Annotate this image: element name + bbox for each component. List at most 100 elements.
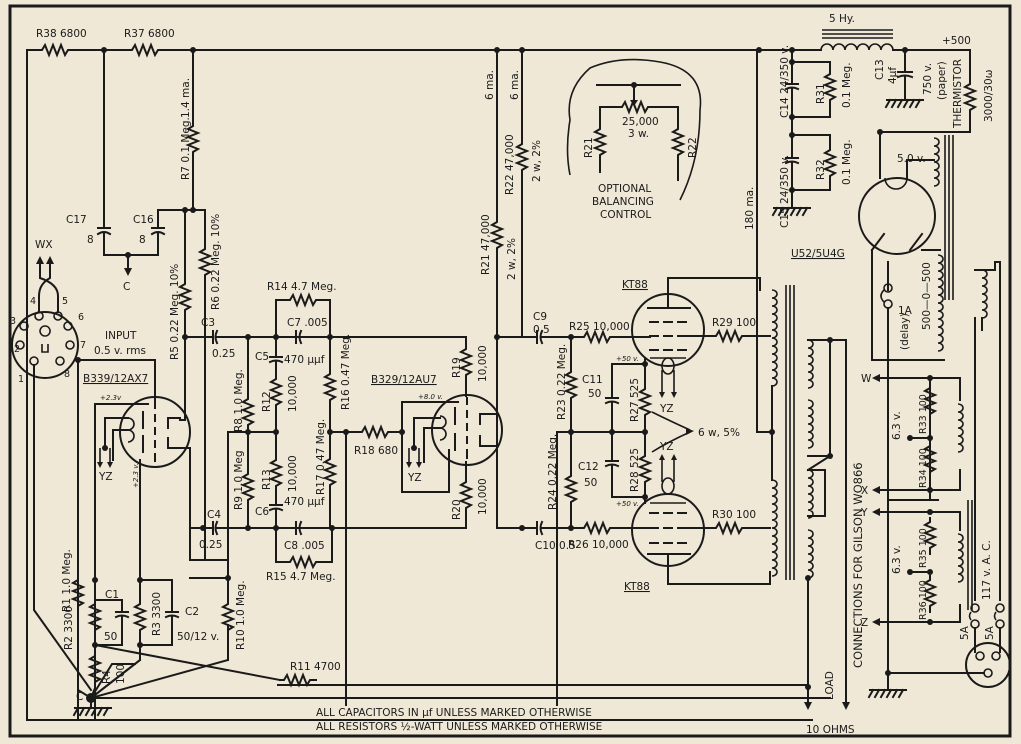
label-r19: R19 — [451, 357, 463, 378]
pin-2: 2 — [14, 344, 20, 355]
label-c13-rating: 750 v. — [922, 63, 934, 95]
label-c9-value: 0.5 — [533, 324, 550, 336]
label-r24: R24 0.22 Meg. — [547, 434, 559, 510]
pin-5: 5 — [62, 296, 68, 307]
label-r36: R36 100 — [918, 580, 929, 620]
label-c7: C7 .005 — [287, 317, 328, 329]
label-c12-value: 50 — [584, 477, 597, 489]
label-ac-input: 117 v. A. C. — [981, 540, 993, 600]
label-v1: B339/12AX7 — [83, 373, 148, 385]
label-ground-c: C — [76, 691, 83, 703]
label-balancing-line1: OPTIONAL — [598, 183, 651, 195]
pin-7: 7 — [80, 340, 86, 351]
label-balance-r22: R22 — [687, 137, 699, 158]
label-choke: 5 Hy. — [829, 13, 855, 25]
resistor-r16 — [324, 369, 336, 407]
label-load: LOAD — [824, 671, 836, 700]
label-pot-value: 25,000 — [622, 116, 659, 128]
label-c1: C1 — [105, 589, 119, 601]
label-r20-value: 10,000 — [477, 478, 489, 515]
label-r8: R8 1.0 Meg. — [233, 369, 245, 432]
resistor-r27 — [639, 384, 651, 422]
label-r22-current: 6 ma. — [509, 70, 521, 100]
label-r22: R22 47,000 — [504, 134, 516, 195]
label-c6: C6 — [255, 506, 269, 518]
label-connections-gilson: CONNECTIONS FOR GILSON WO866 — [851, 462, 865, 668]
label-c4: C4 — [207, 509, 221, 521]
label-c11: C11 — [582, 374, 603, 386]
label-total-current: 180 ma. — [744, 187, 756, 230]
label-r37: R37 6800 — [124, 28, 175, 40]
label-balancing-line2: BALANCING — [592, 196, 654, 208]
label-v1-heater-yz: YZ — [98, 471, 113, 483]
label-r13: R13 — [261, 469, 273, 490]
label-kt88-cathode-b: +50 v. — [616, 500, 639, 508]
label-c13-type: (paper) — [936, 61, 948, 100]
label-r27: R27 525 — [629, 378, 641, 422]
label-v1-cathode-voltage-b: +2.3 v. — [132, 463, 140, 488]
label-fuse-delay: 1A — [898, 305, 913, 317]
label-r26: R26 10,000 — [568, 539, 629, 551]
tube-v1-12ax7 — [77, 335, 206, 719]
resistor-r22-balance — [672, 124, 684, 162]
label-c5-value: 470 µµf — [284, 354, 325, 366]
resistor-r5 — [179, 279, 191, 317]
label-b-plus: +500 — [942, 35, 971, 47]
label-rectifier-heater: 5.0 v. — [897, 153, 926, 165]
output-stage — [536, 277, 771, 706]
label-rectifier: U52/5U4G — [791, 248, 845, 260]
ground-symbol-c13 — [885, 99, 924, 108]
label-pot-rating: 3 w. — [628, 128, 649, 140]
label-heater1: 6.3 v. — [891, 411, 903, 440]
resistor-r37 — [127, 44, 165, 56]
resistor-r21-balance — [594, 124, 606, 162]
label-r32-value: 0.1 Meg. — [841, 139, 853, 185]
label-kt88-heater-yz-a: YZ — [659, 403, 674, 415]
label-r20: R20 — [451, 499, 463, 520]
label-v2-cathode-voltage: +8.0 v. — [418, 393, 443, 401]
label-r17: R17 0.47 Meg. — [315, 419, 327, 495]
power-supply — [772, 29, 1011, 698]
ground-symbol-psu — [868, 689, 907, 698]
label-r16: R16 0.47 Meg. — [340, 334, 352, 410]
label-r10: R10 1.0 Meg. — [235, 580, 247, 650]
label-heater2: 6.3 v. — [891, 545, 903, 574]
label-r34: R34 100 — [918, 448, 929, 488]
label-balancing-line3: CONTROL — [600, 209, 651, 221]
label-r28: R28 525 — [629, 448, 641, 492]
label-r33: R33 100 — [918, 394, 929, 434]
label-r21: R21 47,000 — [480, 214, 492, 275]
label-r30: R30 100 — [712, 509, 756, 521]
label-c15: C15 24/350 v. — [779, 155, 791, 228]
label-fuse-delay-note: (delay) — [899, 313, 911, 350]
resistor-r25 — [579, 331, 617, 343]
label-c8: C8 .005 — [284, 540, 325, 552]
label-hv-winding: 500—0—500 — [921, 262, 933, 330]
resistor-r14 — [285, 294, 323, 306]
label-r25: R25 10,000 — [569, 321, 630, 333]
pin-4: 4 — [30, 296, 36, 307]
label-r23: R23 0.22 Meg. — [556, 344, 568, 420]
label-r6: R6 0.22 Meg. 10% — [210, 214, 222, 310]
label-z: Z — [861, 617, 868, 629]
label-r22-rating: 2 w, 2% — [531, 140, 543, 182]
label-v1-cathode-voltage: +2.3v — [100, 394, 122, 402]
output-transformer — [756, 49, 850, 710]
label-c17-value: 8 — [87, 234, 94, 246]
label-r13-value: 10,000 — [287, 455, 299, 492]
resistor-r26 — [579, 522, 617, 534]
pin-1: 1 — [18, 374, 24, 385]
label-c3-value: 0.25 — [212, 348, 235, 360]
label-r18: R18 680 — [354, 445, 398, 457]
resistor-r11 — [279, 674, 317, 686]
label-balance-r21: R21 — [583, 137, 595, 158]
label-v3: KT88 — [622, 279, 648, 291]
label-r4: R4 — [101, 670, 113, 684]
label-r29: R29 100 — [712, 317, 756, 329]
resistor-r3 — [134, 599, 146, 637]
label-c14: C14 24/350 v. — [779, 45, 791, 118]
label-r27-r28-rating: 6 w, 5% — [698, 427, 740, 439]
note-resistors: ALL RESISTORS ½-WATT UNLESS MARKED OTHER… — [316, 721, 602, 733]
ground-symbol-input — [73, 707, 112, 716]
